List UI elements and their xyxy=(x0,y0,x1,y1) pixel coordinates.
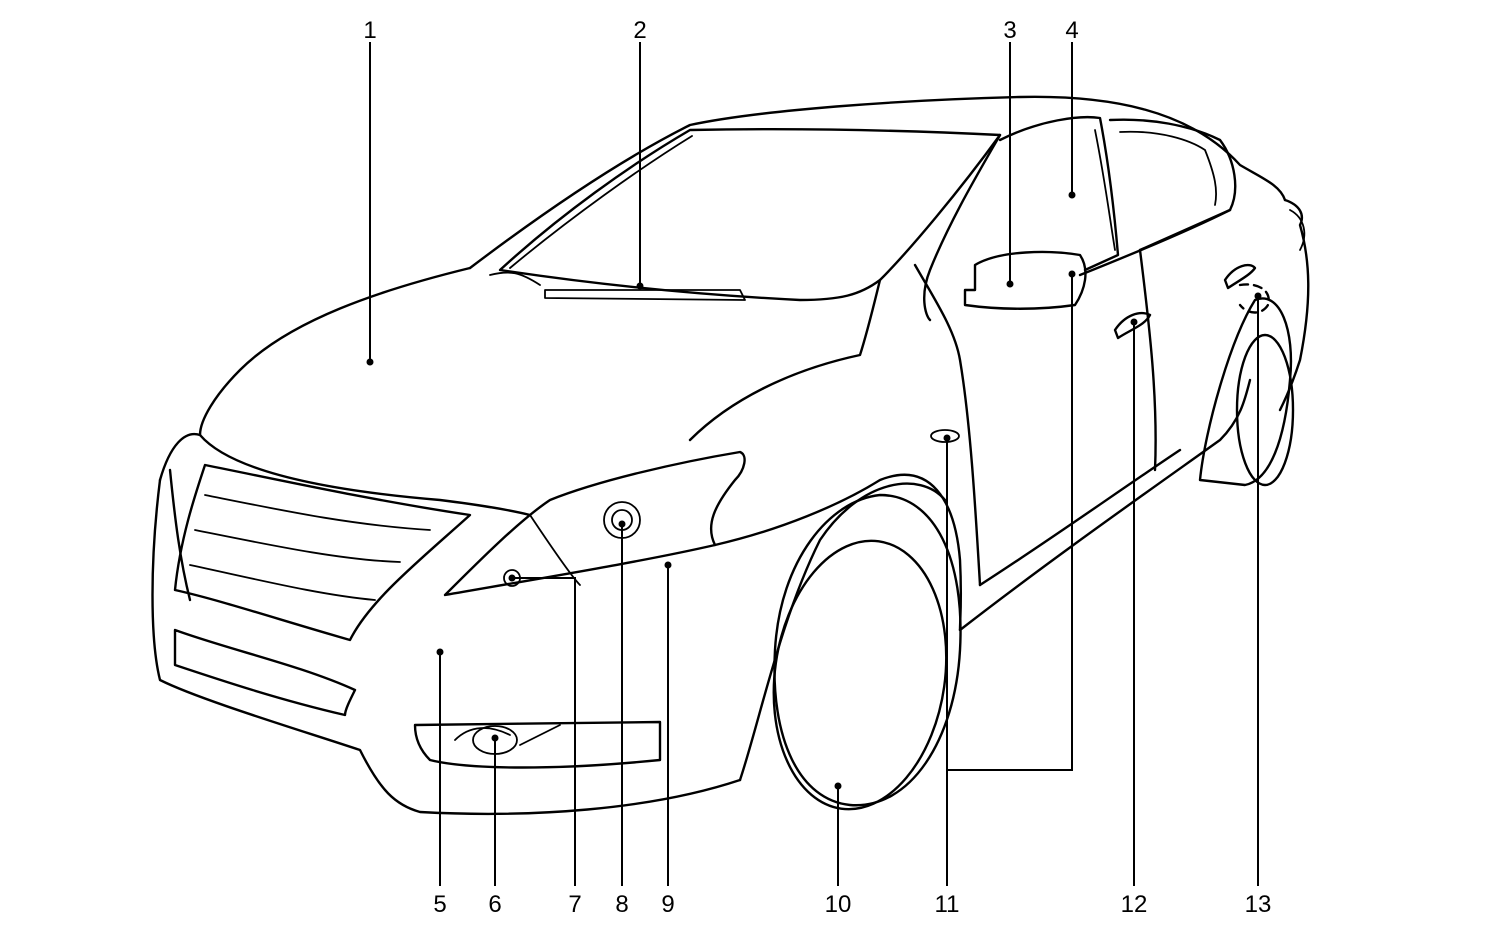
callout-3: 3 xyxy=(1003,17,1016,44)
leader-dots xyxy=(366,191,1262,790)
callout-11: 11 xyxy=(935,891,960,918)
callout-4: 4 xyxy=(1065,17,1078,44)
callout-1: 1 xyxy=(363,17,376,44)
callout-2: 2 xyxy=(633,17,646,44)
callout-numbers: 1 2 3 4 5 6 7 8 9 10 11 12 13 xyxy=(363,17,1271,918)
callout-7: 7 xyxy=(568,891,581,918)
callout-9: 9 xyxy=(661,891,674,918)
callout-12: 12 xyxy=(1121,891,1148,918)
callout-13: 13 xyxy=(1245,891,1272,918)
leader-lines xyxy=(369,42,1259,886)
car-body xyxy=(151,95,1310,816)
callout-8: 8 xyxy=(615,891,628,918)
callout-5: 5 xyxy=(433,891,446,918)
callout-6: 6 xyxy=(488,891,501,918)
callout-10: 10 xyxy=(825,891,852,918)
